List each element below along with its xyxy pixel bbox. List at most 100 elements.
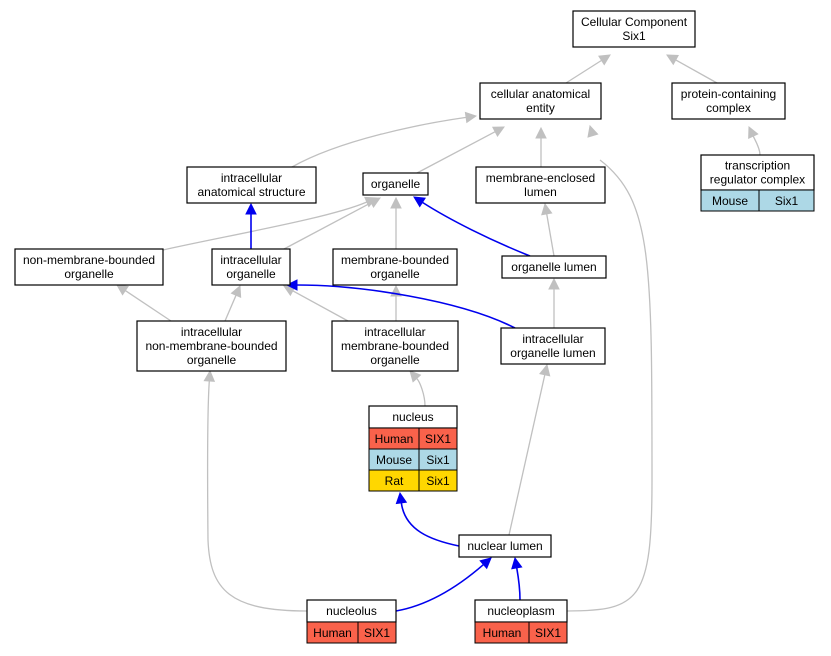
node-label: membrane-enclosed [486, 171, 595, 185]
node-label: protein-containing [681, 87, 776, 101]
node-box [479, 82, 602, 120]
node-label: organelle [370, 267, 420, 281]
node-label: organelle [370, 353, 420, 367]
node-label: transcription [725, 159, 790, 173]
arrowhead [548, 277, 560, 290]
node-box [500, 327, 606, 365]
edge-nuclear-lumen-to-nucleus [395, 491, 460, 547]
edge-membrane-bounded-organelle-to-organelle [390, 196, 402, 249]
node-box [362, 172, 429, 196]
node-intracellular-non-membrane-bounded-organelle[interactable]: intracellularnon-membrane-boundedorganel… [136, 320, 287, 372]
node-label: intracellular [221, 171, 282, 185]
edge-nucleoplasm-to-cellular-anatomical-entity [566, 124, 653, 612]
edge-protein-containing-complex-to-cellular-component [666, 54, 718, 84]
node-label: nucleolus [326, 604, 377, 618]
edge-intracellular-organelle-lumen-to-intracellular-organelle [285, 279, 516, 329]
species-label: Human [483, 626, 522, 640]
node-box [475, 166, 606, 204]
annotation-row-rat: Rat Six1 [368, 469, 458, 492]
node-label: membrane-bounded [341, 339, 449, 353]
node-label: organelle lumen [510, 346, 595, 360]
arrowhead [535, 126, 547, 139]
node-label: nucleoplasm [487, 604, 554, 618]
arrowhead [116, 284, 129, 296]
node-label: nucleus [392, 410, 433, 424]
arrowhead [511, 556, 523, 570]
node-label: complex [706, 101, 751, 115]
arrowhead [413, 196, 426, 208]
node-label: entity [526, 101, 555, 115]
arrowhead [492, 126, 505, 138]
gene-label: Six1 [775, 194, 799, 208]
arrowhead [409, 370, 422, 383]
node-label: organelle lumen [511, 260, 596, 274]
edge-nuclear-lumen-to-intracellular-organelle-lumen [508, 363, 551, 536]
edge-nucleoplasm-to-nuclear-lumen [511, 556, 523, 601]
node-label: nuclear lumen [467, 539, 542, 553]
edge-intracellular-anatomical-structure-to-cellular-anatomical-entity [291, 111, 478, 168]
node-organelle-lumen[interactable]: organelle lumen [501, 255, 607, 279]
gene-label: SIX1 [535, 626, 561, 640]
edges-layer [116, 54, 761, 612]
species-label: Rat [385, 474, 404, 488]
node-label: organelle [64, 267, 114, 281]
edge-intracellular-membrane-bounded-organelle-to-intracellular-organelle [283, 285, 349, 322]
node-box [211, 248, 291, 286]
arrowhead [464, 111, 478, 124]
gene-cell [418, 469, 458, 492]
arrowhead [285, 279, 298, 291]
gene-cell [528, 621, 568, 644]
arrowhead [666, 54, 679, 66]
node-box [186, 166, 317, 204]
gene-cell [357, 621, 397, 644]
arrowhead [598, 54, 611, 66]
gene-label: Six1 [426, 453, 450, 467]
edge-nucleolus-to-nuclear-lumen [395, 557, 492, 612]
node-label: organelle [226, 267, 276, 281]
edge-transcription-regulator-complex-to-protein-containing-complex [748, 125, 761, 156]
node-nuclear-lumen[interactable]: nuclear lumen [458, 534, 552, 558]
node-label: Six1 [622, 29, 646, 43]
arrowhead [479, 557, 492, 570]
edge-intracellular-membrane-bounded-organelle-to-membrane-bounded-organelle [390, 284, 402, 321]
edge-intracellular-organelle-to-organelle [283, 197, 381, 250]
node-label: intracellular [181, 325, 242, 339]
edge-organelle-lumen-to-membrane-enclosed-lumen [541, 202, 555, 257]
arrowhead [368, 197, 381, 209]
arrowhead [230, 284, 242, 298]
edge-organelle-to-cellular-anatomical-entity [416, 126, 505, 174]
node-label: intracellular [364, 325, 425, 339]
arrowhead [541, 202, 553, 216]
node-label: intracellular [220, 253, 281, 267]
node-box [458, 534, 552, 558]
arrowhead [245, 202, 257, 215]
gene-label: Six1 [426, 474, 450, 488]
edge-non-membrane-bounded-organelle-to-organelle [162, 196, 378, 251]
node-label: cellular anatomical [491, 87, 590, 101]
node-label: intracellular [522, 332, 583, 346]
edge-membrane-enclosed-lumen-to-cellular-anatomical-entity [535, 126, 547, 167]
species-label: Human [313, 626, 352, 640]
species-label: Human [375, 432, 414, 446]
node-organelle[interactable]: organelle [362, 172, 429, 196]
node-box [332, 248, 458, 286]
annotation-row-human: Human SIX1 [474, 621, 568, 644]
node-label: organelle [187, 353, 237, 367]
